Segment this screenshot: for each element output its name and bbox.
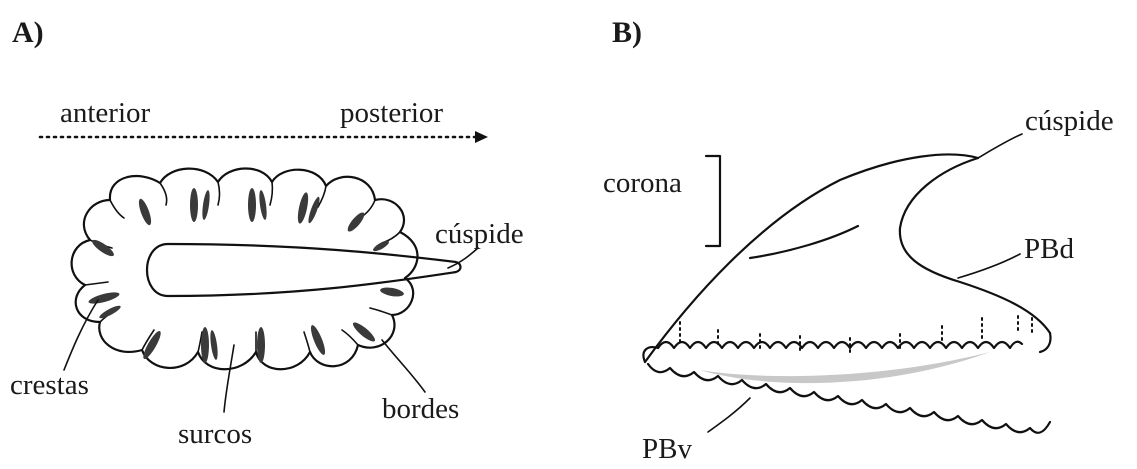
panel-b-label: B) [612, 16, 642, 49]
scale-crests [88, 188, 405, 363]
pbv-leader [708, 398, 750, 432]
corona-label: corona [603, 167, 682, 199]
pbd-label: PBd [1024, 233, 1074, 265]
anterior-label: anterior [60, 97, 151, 129]
posterior-label: posterior [340, 97, 443, 129]
anterior-posterior-arrow [40, 131, 488, 143]
corona-bracket [706, 156, 720, 246]
denticle-outline [643, 154, 1050, 432]
pbv-label: PBv [642, 433, 692, 464]
cuspide-b-leader [978, 134, 1022, 158]
bordes-leader [382, 340, 425, 392]
crestas-label: crestas [10, 369, 89, 401]
panel-a-label: A) [12, 16, 44, 49]
ventral-stipple [700, 352, 990, 383]
bordes-label: bordes [382, 393, 459, 425]
cuspide-a-label: cúspide [435, 218, 524, 250]
cuspide-a-leader [448, 248, 478, 268]
panel-b: B) corona [603, 16, 1114, 464]
scale-outline [72, 168, 418, 369]
surcos-leader [224, 345, 234, 412]
pbd-leader [958, 254, 1020, 278]
crestas-leader [64, 300, 98, 370]
panel-a: A) anterior posterior [10, 16, 524, 450]
surcos-label: surcos [178, 418, 252, 450]
cuspide-b-label: cúspide [1025, 105, 1114, 137]
